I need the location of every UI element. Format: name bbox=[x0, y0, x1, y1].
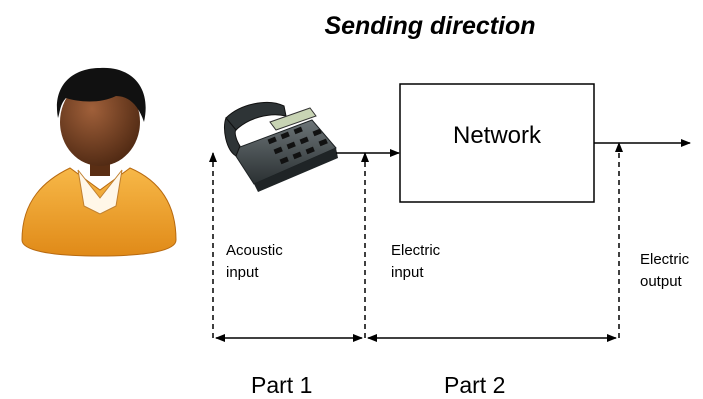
part2-label: Part 2 bbox=[444, 372, 506, 398]
telephone-icon bbox=[223, 101, 338, 192]
network-label: Network bbox=[452, 122, 542, 149]
acoustic-input-label: Acoustic input bbox=[226, 242, 283, 281]
network-box bbox=[399, 83, 595, 203]
part1-label: Part 1 bbox=[251, 372, 313, 398]
electric-output-label: Electric output bbox=[640, 251, 690, 290]
electric-input-label: Electric input bbox=[391, 242, 441, 281]
diagram-title: Sending direction bbox=[324, 12, 536, 40]
person-icon bbox=[21, 67, 177, 257]
